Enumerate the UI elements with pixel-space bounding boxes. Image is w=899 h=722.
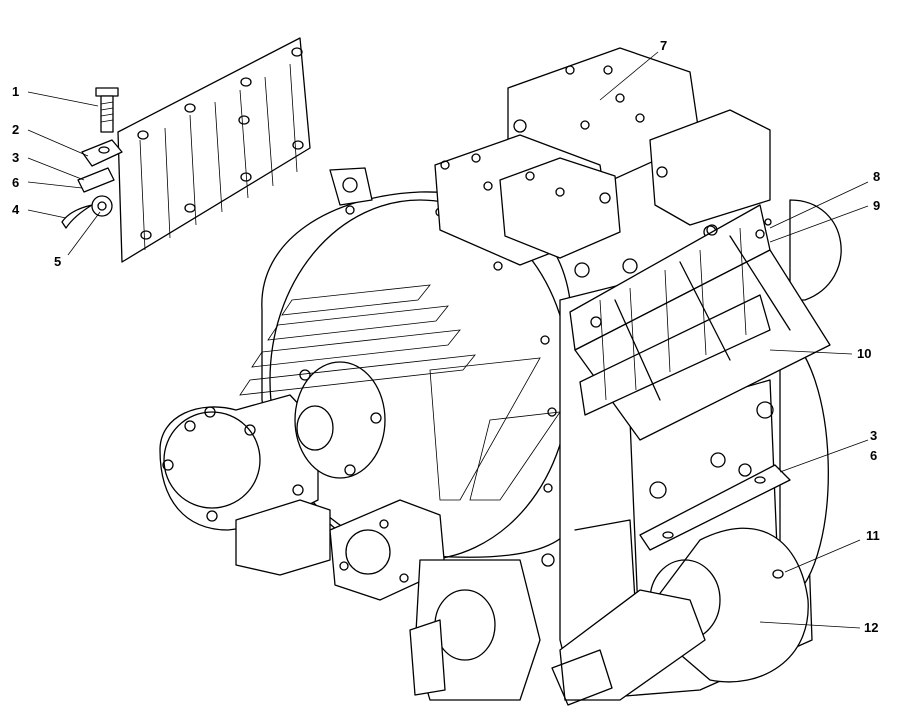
coupling-flange <box>292 361 386 496</box>
callout-5: 5 <box>54 254 61 269</box>
exploded-plate-detail <box>61 37 311 263</box>
callout-3: 3 <box>12 150 19 165</box>
mounting-tray <box>569 204 831 441</box>
left-pump <box>159 394 331 576</box>
watermark-logo <box>239 284 561 501</box>
callout-7: 7 <box>660 38 667 53</box>
mount-flange <box>329 167 373 206</box>
pump-housing <box>159 394 319 531</box>
mounting-plate <box>117 37 311 263</box>
callout-labels: 1 2 3 6 4 5 7 8 9 10 3 6 11 12 <box>12 38 880 635</box>
callout-6: 6 <box>12 175 19 190</box>
valve-block <box>434 47 771 278</box>
callout-4: 4 <box>12 202 20 217</box>
callout-3-lower: 3 <box>870 428 877 443</box>
lower-strap <box>639 464 791 551</box>
leader-lines <box>27 51 869 629</box>
lower-housing <box>409 553 555 701</box>
castle-nut <box>91 195 113 217</box>
callout-6-lower: 6 <box>870 448 877 463</box>
valve-actuator <box>649 109 771 226</box>
callout-8: 8 <box>873 169 880 184</box>
filter-cylinder <box>551 527 809 706</box>
callout-9: 9 <box>873 198 880 213</box>
callout-11: 11 <box>866 528 880 543</box>
callout-2: 2 <box>12 122 19 137</box>
valve-bolts <box>440 65 717 278</box>
callout-12: 12 <box>864 620 878 635</box>
side-cover <box>789 199 842 301</box>
filter-outlet <box>559 589 706 701</box>
callout-10: 10 <box>857 346 871 361</box>
bolt-1 <box>95 87 119 133</box>
cotter-pin <box>61 204 93 229</box>
plate-holes <box>137 47 304 240</box>
callout-1: 1 <box>12 84 19 99</box>
